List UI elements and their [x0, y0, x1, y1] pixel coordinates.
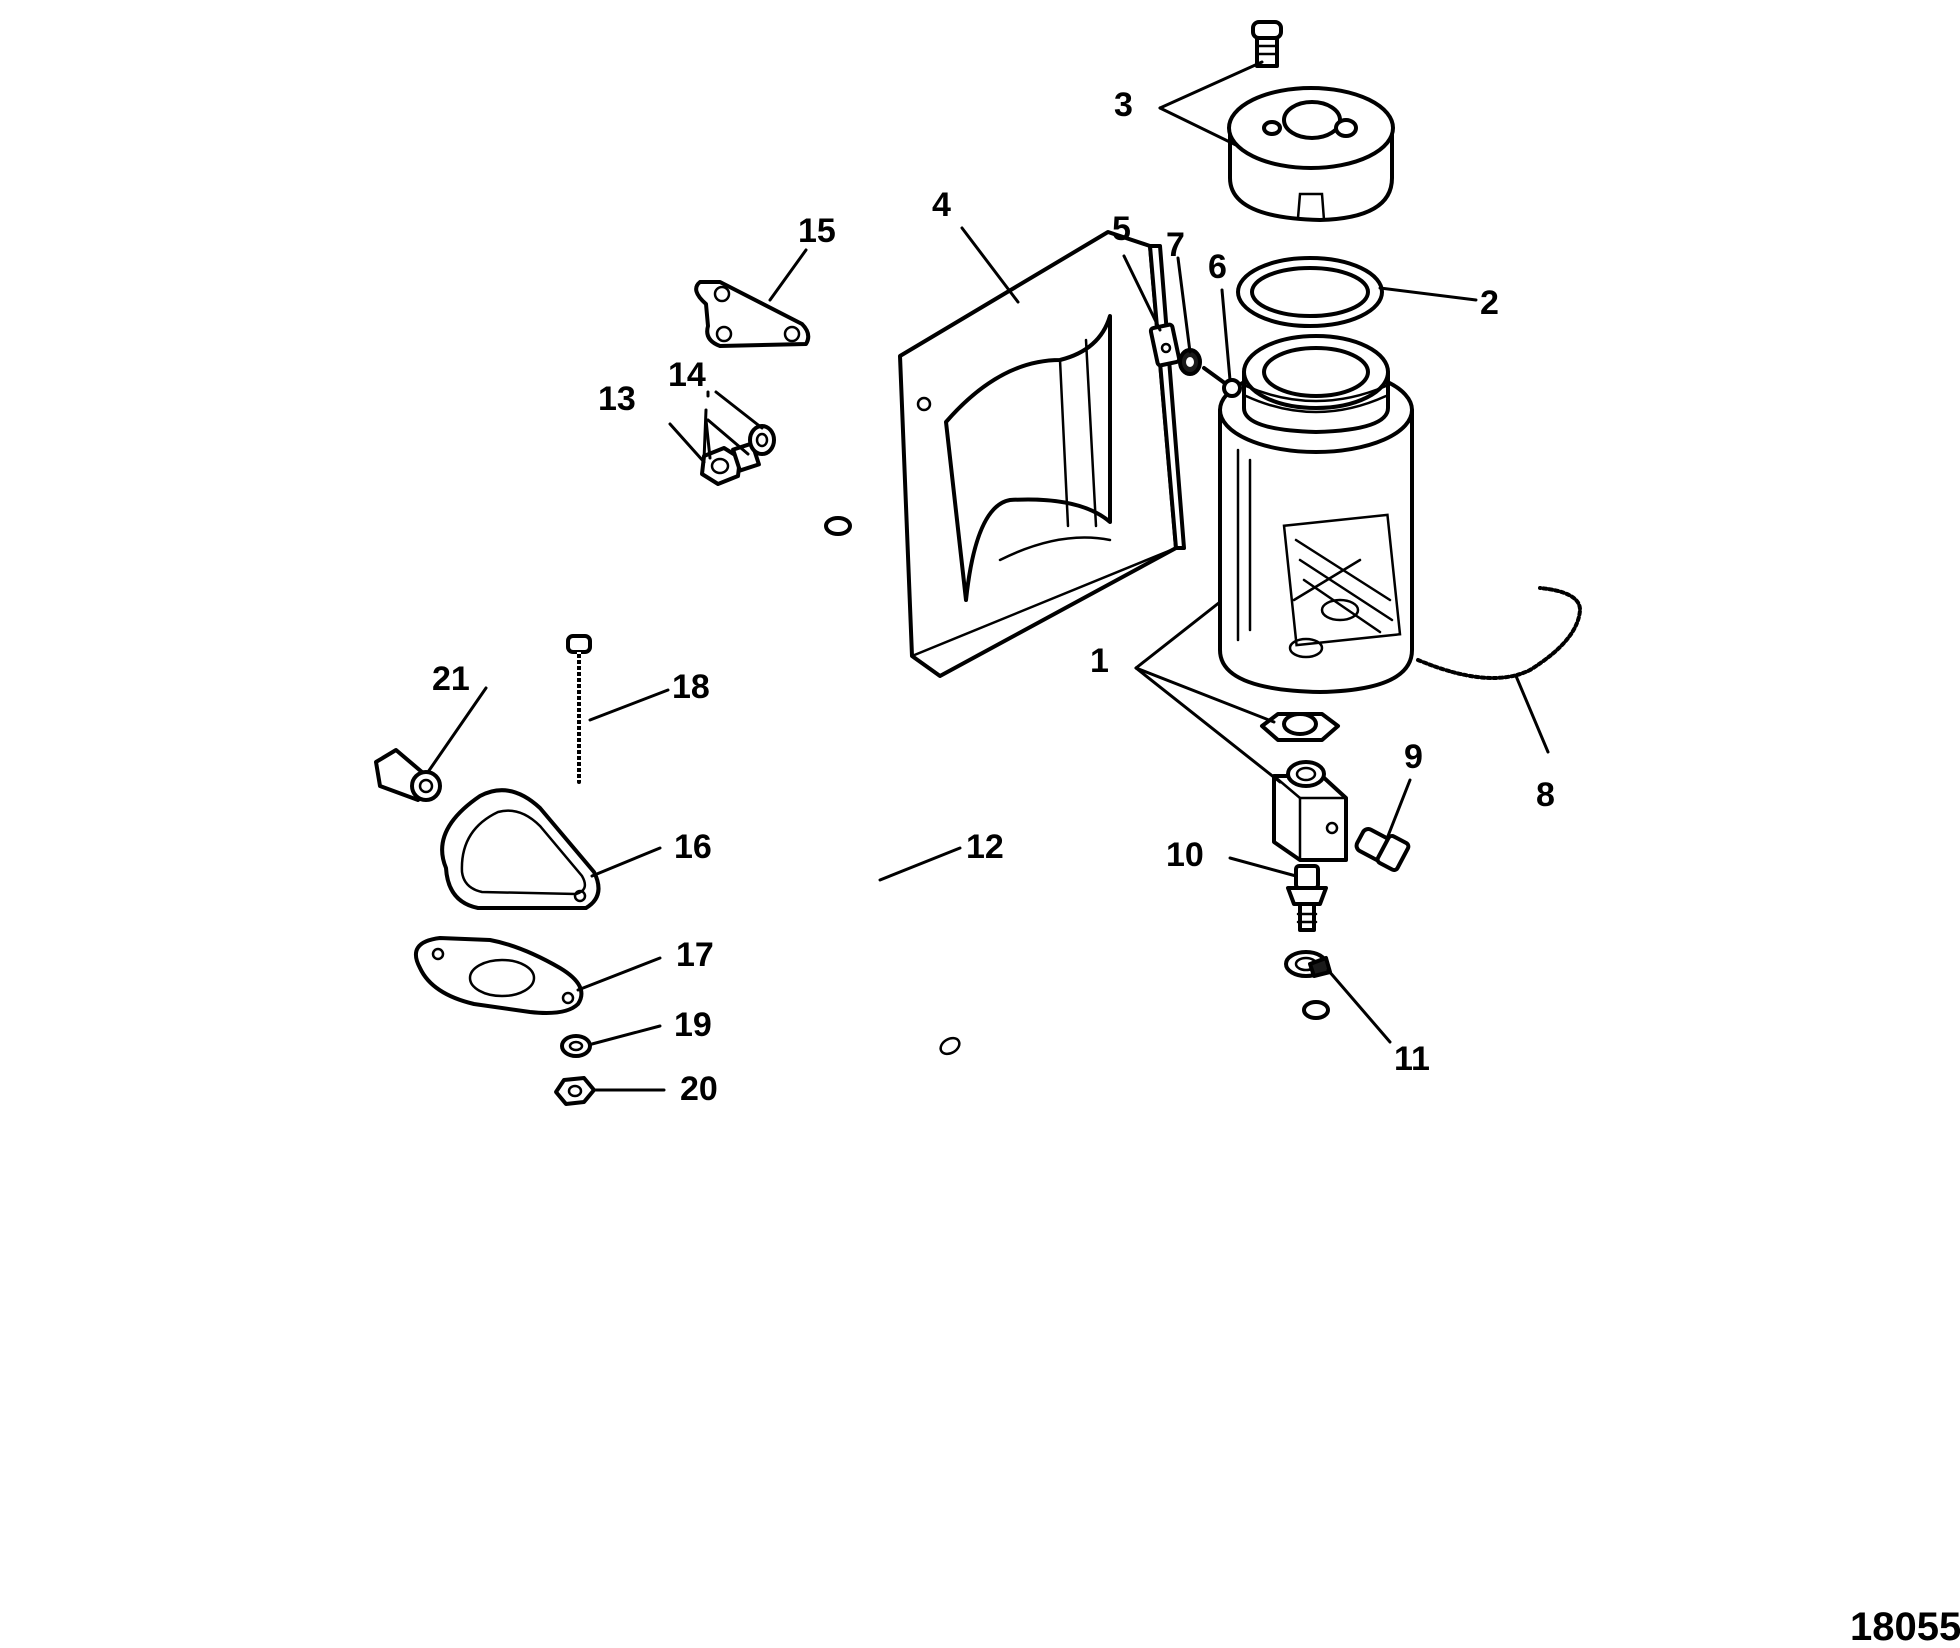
part-11-hose-clamp — [1284, 950, 1332, 978]
part-1-reservoir-bottle — [1218, 334, 1414, 694]
callout-12: 12 — [966, 828, 1004, 866]
callout-20: 20 — [680, 1070, 718, 1108]
callout-19: 19 — [674, 1006, 712, 1044]
part-7-washer — [1178, 348, 1202, 376]
callout-2: 2 — [1480, 284, 1499, 322]
part-5-clip — [1148, 322, 1182, 368]
callout-8: 8 — [1536, 776, 1555, 814]
part-13-bolt — [700, 441, 761, 486]
part-18-long-screw — [566, 634, 592, 784]
part-9-fitting — [1354, 827, 1411, 872]
callout-13: 13 — [598, 380, 636, 418]
callout-7: 7 — [1166, 226, 1185, 264]
callout-5: 5 — [1112, 210, 1131, 248]
part-17-gasket — [414, 936, 584, 1015]
part-15-bracket-plate — [694, 280, 811, 348]
part-19-washer — [560, 1034, 592, 1058]
callout-18: 18 — [672, 668, 710, 706]
part-2-o-ring — [1236, 256, 1384, 328]
callout-10: 10 — [1166, 836, 1204, 874]
part-1-hex-nut — [1260, 712, 1340, 742]
part-4-mounting-bracket — [898, 230, 1186, 678]
part-1-fitting-block — [1272, 760, 1348, 862]
callout-15: 15 — [798, 212, 836, 250]
leader-lines — [426, 60, 1550, 1092]
callout-11: 11 — [1394, 1040, 1430, 1078]
callout-3: 3 — [1114, 86, 1133, 124]
callout-labels: 1 2 3 4 5 6 7 8 9 10 11 12 13 14 15 16 1… — [432, 86, 1555, 1108]
part-16-cover — [440, 788, 601, 910]
part-21-grommet — [374, 748, 442, 802]
callout-21: 21 — [432, 660, 470, 698]
part-3-reservoir-cap — [1227, 86, 1395, 222]
callout-14: 14 — [668, 356, 706, 394]
callout-1: 1 — [1090, 642, 1109, 680]
part-10-barb-fitting — [1286, 864, 1328, 932]
part-8-coil-spring — [1416, 586, 1582, 680]
callout-9: 9 — [1404, 738, 1423, 776]
part-20-nut — [554, 1076, 596, 1106]
callout-6: 6 — [1208, 248, 1227, 286]
callout-16: 16 — [674, 828, 712, 866]
part-6-screw — [1202, 366, 1242, 398]
part-12-hose — [824, 516, 1330, 1196]
part-14-washer — [748, 424, 776, 456]
callout-17: 17 — [676, 936, 714, 974]
part-3-screw — [1251, 20, 1283, 68]
figure-number: 18055 — [1850, 1605, 1960, 1648]
callout-4: 4 — [932, 186, 951, 224]
